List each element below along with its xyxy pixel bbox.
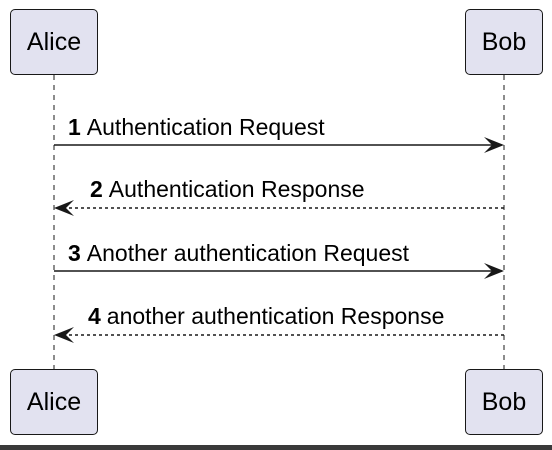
participant-bob-top: Bob bbox=[465, 9, 543, 75]
participant-bob-label: Bob bbox=[481, 27, 527, 56]
message-number: 4 bbox=[88, 303, 101, 329]
message-number: 2 bbox=[90, 176, 103, 202]
participant-bob-label: Bob bbox=[481, 387, 527, 416]
message-text: another authentication Response bbox=[106, 303, 445, 329]
bottom-border bbox=[0, 445, 552, 450]
participant-bob-bottom: Bob bbox=[465, 369, 543, 435]
message-text: Authentication Response bbox=[108, 176, 365, 202]
message-number: 1 bbox=[68, 114, 81, 140]
participant-alice-bottom: Alice bbox=[10, 369, 98, 435]
participant-alice-label: Alice bbox=[26, 27, 82, 56]
participant-alice-top: Alice bbox=[10, 9, 98, 75]
message-text: Authentication Request bbox=[86, 114, 325, 140]
message-text: Another authentication Request bbox=[86, 240, 410, 266]
participant-alice-label: Alice bbox=[26, 387, 82, 416]
message-number: 3 bbox=[68, 240, 81, 266]
